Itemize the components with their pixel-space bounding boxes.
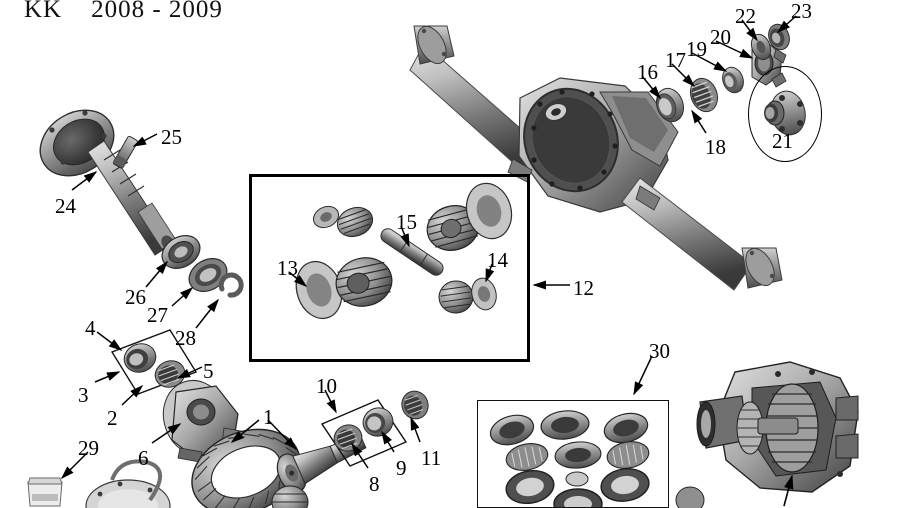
callout-20: 20 [710, 25, 731, 49]
differential-gear-kit-box [249, 174, 530, 362]
callout-9: 9 [396, 456, 407, 480]
sealant-and-cover-graphic [27, 459, 171, 508]
callout-18: 18 [705, 135, 726, 159]
callout-12: 12 [573, 276, 594, 300]
callout-14: 14 [487, 248, 508, 272]
callout-16: 16 [637, 60, 658, 84]
callout-8: 8 [369, 472, 380, 496]
extra-gear-bottom [271, 485, 705, 508]
callout-21: 21 [772, 129, 793, 153]
callout-3: 3 [78, 383, 89, 407]
callout-29: 29 [78, 436, 99, 460]
differential-gear-kit-graphic [295, 182, 513, 320]
cutaway-differential-graphic [696, 361, 859, 507]
master-bearing-kit-box [477, 400, 669, 508]
callout-10: 10 [316, 374, 337, 398]
callout-22: 22 [735, 4, 756, 28]
axle-housing-graphic [409, 25, 783, 291]
callout-17: 17 [665, 48, 686, 72]
callout-30: 30 [649, 339, 670, 363]
callout-2: 2 [107, 406, 118, 430]
callout-27: 27 [147, 303, 168, 327]
callout-1: 1 [263, 405, 274, 429]
callout-15: 15 [396, 210, 417, 234]
callout-23: 23 [791, 0, 812, 23]
axle-shaft-graphic [39, 109, 244, 298]
carrier-bearing-kit-graphic [110, 329, 198, 395]
callout-13: 13 [277, 256, 298, 280]
callout-4: 4 [85, 316, 96, 340]
callout-26: 26 [125, 285, 146, 309]
yoke-highlight-oval [748, 66, 822, 162]
page-title: KK 2008 - 2009 [24, 0, 223, 23]
callout-28: 28 [175, 326, 196, 350]
callout-24: 24 [55, 194, 76, 218]
callout-6: 6 [138, 446, 149, 470]
leader-lines [60, 15, 797, 480]
callout-25: 25 [161, 125, 182, 149]
callout-11: 11 [421, 446, 442, 470]
callout-19: 19 [686, 37, 707, 61]
master-bearing-kit-graphic [489, 410, 650, 508]
callout-5: 5 [203, 359, 214, 383]
